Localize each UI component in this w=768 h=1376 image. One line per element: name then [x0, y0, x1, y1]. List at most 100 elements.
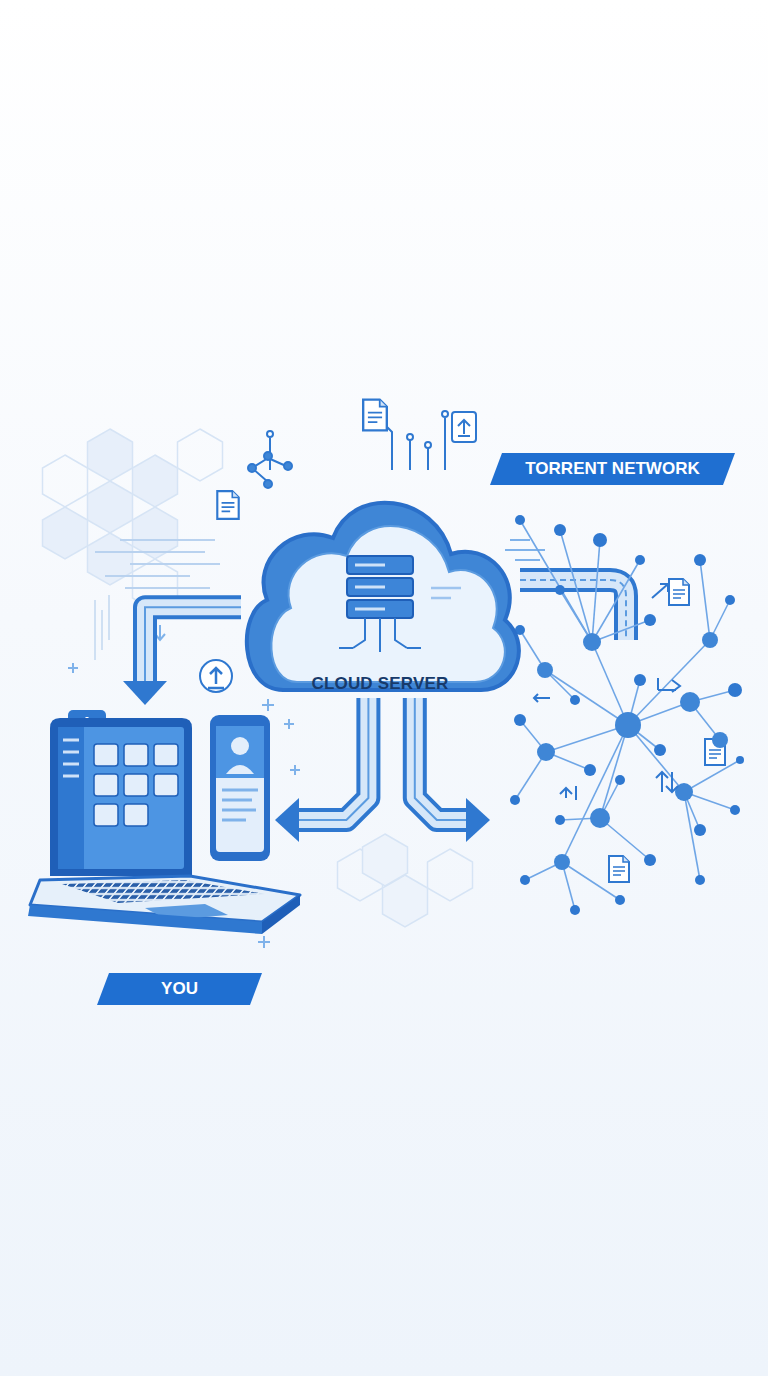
- laptop: [124, 774, 148, 796]
- network-cluster: [520, 875, 530, 885]
- share-icon: [248, 452, 292, 488]
- server-icon: [339, 556, 461, 652]
- phone: [210, 715, 270, 861]
- network-cluster: [694, 554, 706, 566]
- network-cluster: [592, 560, 640, 642]
- server-icon: [431, 588, 461, 598]
- network-cluster: [684, 760, 740, 792]
- network-cluster: [615, 895, 625, 905]
- network-cluster: [554, 524, 566, 536]
- label-banner: YOU: [97, 973, 262, 1005]
- circuit-lines: [409, 440, 411, 470]
- network-cluster: [515, 515, 525, 525]
- server-icon: [347, 600, 413, 618]
- flow-arrow: [145, 607, 241, 683]
- flow-arrow: [145, 607, 241, 683]
- network-cluster: [520, 520, 592, 642]
- small-symbols: [284, 719, 294, 729]
- upload-icon: [200, 660, 232, 692]
- circuit-lines: [444, 418, 446, 470]
- network-cluster: [725, 595, 735, 605]
- net-symbols: [658, 678, 680, 692]
- upload-icon: [208, 668, 224, 688]
- cloud-node: CLOUD SERVER: [235, 468, 525, 700]
- network-cluster: [615, 775, 625, 785]
- document-icons: [363, 400, 387, 431]
- hexagon-pattern: [363, 834, 408, 886]
- network-cluster: [555, 585, 565, 595]
- net-symbols: [560, 786, 576, 800]
- circuit-lines: [442, 411, 448, 417]
- small-symbols: [68, 663, 78, 673]
- document-icons: [458, 420, 470, 436]
- laptop: [94, 744, 118, 766]
- network-cluster: [570, 695, 580, 705]
- cloud-shape: [247, 503, 519, 690]
- circuit-lines: [427, 448, 429, 470]
- network-cluster: [510, 515, 744, 915]
- hexagon-pattern: [178, 429, 223, 481]
- small-symbols: [262, 699, 274, 711]
- labelled-region: TORRENT NETWORK: [490, 450, 745, 930]
- phone: [226, 765, 254, 774]
- arrow-head: [275, 798, 299, 842]
- network-cluster: [555, 815, 565, 825]
- net-symbols: [652, 584, 668, 598]
- flow-arrow: [145, 607, 241, 683]
- network-cluster: [510, 795, 520, 805]
- flow-arrow: [415, 698, 490, 842]
- network-cluster: [680, 692, 700, 712]
- document-icons: [217, 491, 238, 519]
- arrow-head: [466, 798, 490, 842]
- share-icon: [264, 480, 272, 488]
- laptop: [94, 804, 118, 826]
- server-icon: [347, 578, 413, 596]
- document-icons: [217, 400, 725, 882]
- circuit-lines: [407, 434, 413, 440]
- network-cluster: [634, 674, 646, 686]
- label-banner: TORRENT NETWORK: [490, 453, 735, 485]
- document-icons: [452, 412, 476, 442]
- flow-arrow: [415, 698, 468, 820]
- hexagon-pattern: [43, 507, 88, 559]
- net-symbols: [534, 694, 550, 702]
- network-cluster: [537, 662, 553, 678]
- laptop: [62, 880, 265, 903]
- network-cluster: [728, 683, 742, 697]
- server-icon: [355, 608, 385, 611]
- network-cluster: [628, 725, 684, 792]
- network-cluster: [560, 590, 592, 642]
- small-symbols: [290, 765, 300, 775]
- phone: [216, 726, 264, 778]
- flow-arrow: [297, 698, 368, 820]
- phone: [216, 726, 264, 852]
- network-cluster: [712, 732, 728, 748]
- laptop: [124, 804, 148, 826]
- network-cluster: [644, 854, 656, 866]
- document-icons: [669, 579, 689, 605]
- cloud-shape: [271, 526, 504, 682]
- phone: [231, 737, 249, 755]
- flow-arrow: [123, 607, 241, 705]
- laptop: [63, 740, 79, 776]
- network-cluster: [702, 632, 718, 648]
- hexagon-pattern: [428, 849, 473, 901]
- laptop: [154, 774, 178, 796]
- network-cluster: [583, 633, 601, 651]
- network-cluster: [592, 620, 650, 642]
- share-icon: [264, 452, 272, 460]
- upload-icon: [200, 660, 232, 692]
- hexagon-pattern: [88, 429, 133, 481]
- network-cluster: [695, 875, 705, 885]
- flow-arrow: [415, 698, 468, 820]
- labelled-region: YOU: [20, 705, 275, 1005]
- laptop: [58, 727, 84, 869]
- laptop: [28, 718, 300, 934]
- network-cluster: [694, 824, 706, 836]
- circuit-lines: [425, 442, 431, 448]
- server-icon: [347, 556, 413, 574]
- phone: [222, 790, 258, 820]
- hexagon-pattern: [88, 481, 133, 533]
- cloud-shape: [235, 468, 525, 700]
- laptop: [262, 895, 300, 934]
